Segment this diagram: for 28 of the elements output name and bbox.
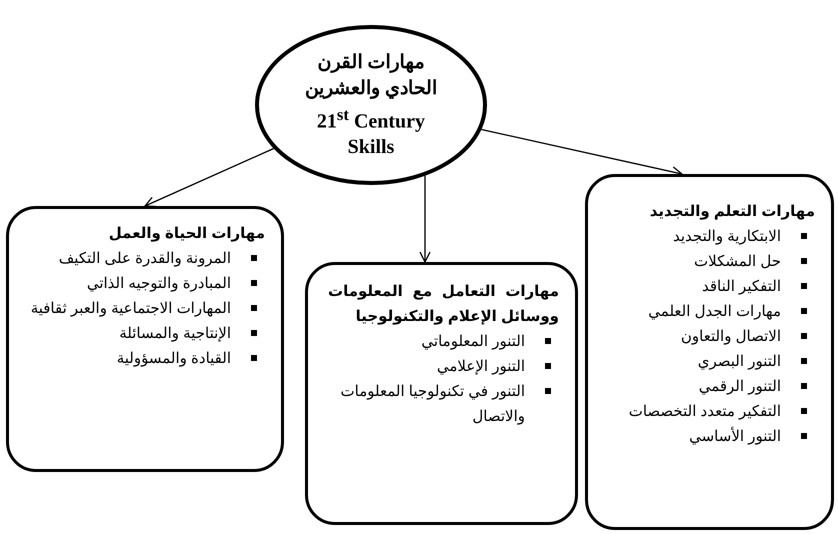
bullet-item: التفكير متعدد التخصصات <box>602 399 815 424</box>
bullet-item: التنور الرقمي <box>602 374 815 399</box>
bullet-item: المبادرة والتوجيه الذاتي <box>23 271 265 296</box>
category-box <box>305 262 578 525</box>
subtitle-text: 21$^{st}$ Century Skills <box>316 104 426 160</box>
bullet-item: التنور في تكنولوجيا المعلومات والاتصال <box>328 379 559 429</box>
bullet-item: المهارات الاجتماعية والعبر ثقافية <box>23 296 265 321</box>
bullet-item: حل المشكلات <box>602 249 815 274</box>
arrow <box>144 148 274 208</box>
box-heading: مهارات الحياة والعمل <box>108 224 265 244</box>
bullet-item: التنور الإعلامي <box>328 354 559 379</box>
bullet-item: مهارات الجدل العلمي <box>602 299 815 324</box>
bullet-item: القيادة والمسؤولية <box>23 346 265 371</box>
bullet-item: المرونة والقدرة على التكيف <box>23 246 265 271</box>
topic-ellipse <box>255 25 487 185</box>
bullet-item: التنور الأساسي <box>602 424 815 449</box>
bullet-item: التنور المعلوماتي <box>328 329 559 354</box>
bullet-item: الاتصال والتعاون <box>602 324 815 349</box>
bullet-item: الابتكارية والتجديد <box>602 224 815 249</box>
bullet-item: التفكير الناقد <box>602 274 815 299</box>
bullet-item: الإنتاجية والمسائلة <box>23 321 265 346</box>
box-heading: مهارات التعلم والتجديد <box>648 202 815 222</box>
box-heading: مهارات التعامل مع المعلومات ووسائل الإعلام والتكنولوجيا <box>328 282 559 327</box>
bullet-item: التنور البصري <box>602 349 815 374</box>
arrow <box>419 176 431 263</box>
category-box <box>585 174 834 530</box>
title-text: مهارات القرن الحادي والعشرين <box>304 50 438 101</box>
category-box <box>6 206 284 472</box>
